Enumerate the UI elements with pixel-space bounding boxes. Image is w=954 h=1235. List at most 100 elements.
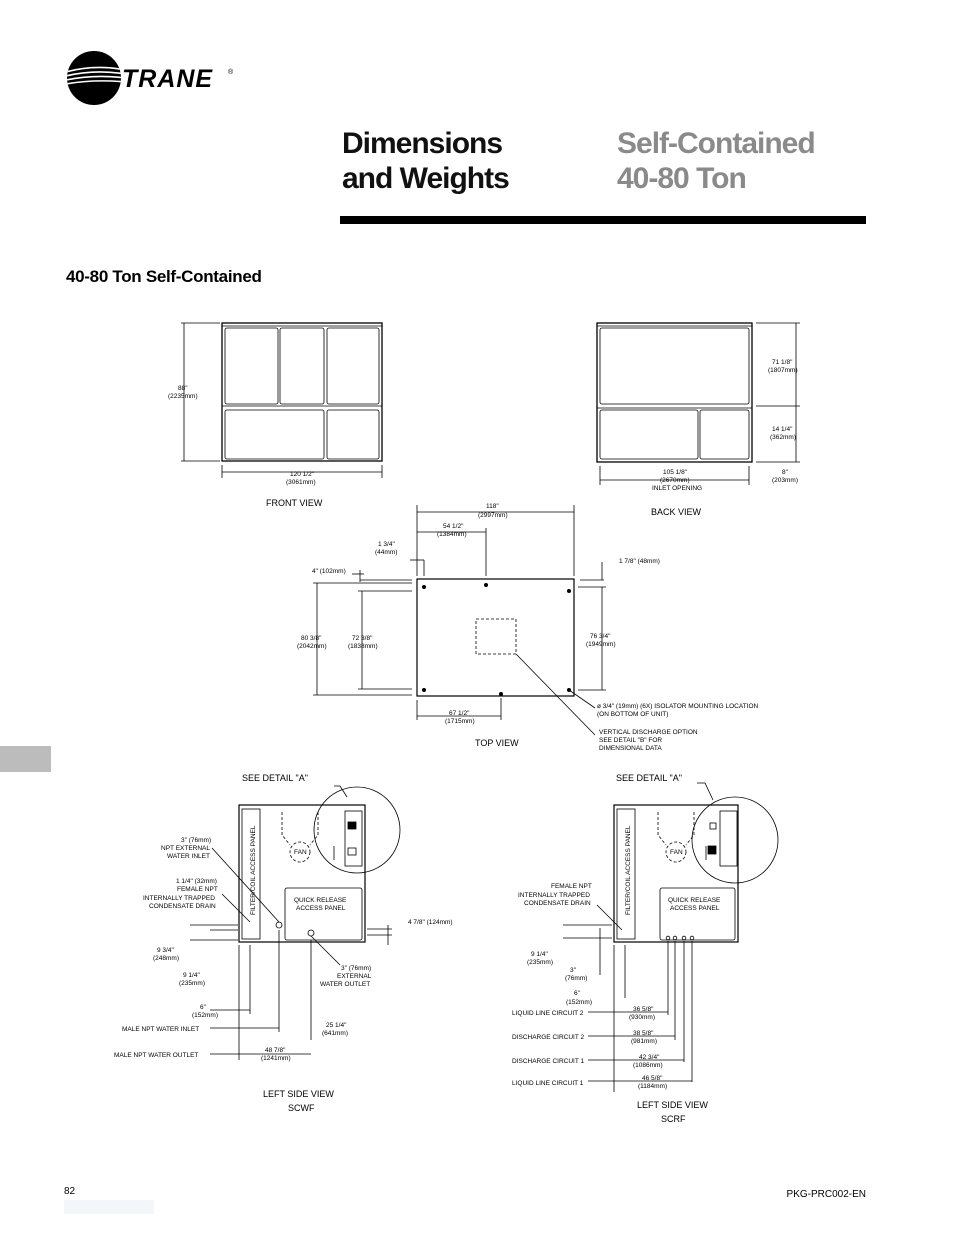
scwf-4878-mm: (1241mm) xyxy=(261,1055,291,1062)
top-80-in: 80 3/8" xyxy=(301,635,322,642)
scwf-water-outlet: MALE NPT WATER OUTLET xyxy=(114,1052,198,1059)
back-mid-in: 14 1/4" xyxy=(772,426,793,433)
top-118-mm: (2997mm) xyxy=(478,512,508,519)
scrf-ll2-in: 36 5/8" xyxy=(633,1006,654,1013)
top-1-7-8: 1 7/8" (48mm) xyxy=(619,558,660,565)
scrf-panel-label: FILTER/COIL ACCESS PANEL xyxy=(625,825,632,915)
back-low-in: 8" xyxy=(782,469,789,476)
section-heading: 40-80 Ton Self-Contained xyxy=(66,267,262,286)
top-54-in: 54 1/2" xyxy=(443,523,464,530)
footer-ghost xyxy=(64,1200,154,1214)
scwf-934-in: 9 3/4" xyxy=(157,947,174,954)
scwf-2514-in: 25 1/4" xyxy=(326,1022,347,1029)
scrf-caption-1: LEFT SIDE VIEW xyxy=(637,1100,708,1110)
scwf-914-in: 9 1/4" xyxy=(183,972,200,979)
scrf-fan: FAN xyxy=(670,849,683,856)
scrf-914-in: 9 1/4" xyxy=(531,951,548,958)
scwf-inlet-2: NPT EXTERNAL xyxy=(161,845,210,852)
scrf-3-in: 3" xyxy=(570,967,577,974)
scwf-6-mm: (152mm) xyxy=(192,1012,218,1019)
scwf-934-mm: (248mm) xyxy=(153,955,179,962)
back-view xyxy=(596,322,800,485)
top-view-caption: TOP VIEW xyxy=(475,738,519,748)
back-inlet-mm: (2670mm) xyxy=(660,477,690,484)
scwf-drain-3: INTERNALLY TRAPPED xyxy=(143,895,215,902)
scrf-qr-2: ACCESS PANEL xyxy=(670,905,720,912)
scwf-drain-2: FEMALE NPT xyxy=(177,886,218,893)
scrf-view xyxy=(563,782,779,1092)
top-67-in: 67 1/2" xyxy=(449,710,470,717)
isolator-note-1: ø 3/4" (19mm) (6X) ISOLATOR MOUNTING LOC… xyxy=(597,703,759,710)
scrf-drain-1: FEMALE NPT xyxy=(551,883,592,890)
scrf-6-in: 6" xyxy=(574,990,581,997)
vdo-note-2: SEE DETAIL "B" FOR xyxy=(599,737,662,744)
scwf-qr-1: QUICK RELEASE xyxy=(294,897,347,904)
document-code: PKG-PRC002-EN xyxy=(786,1189,866,1200)
isolator-holes xyxy=(422,583,571,696)
scwf-water-inlet: MALE NPT WATER INLET xyxy=(122,1026,199,1033)
scwf-2514-mm: (641mm) xyxy=(322,1030,348,1037)
scrf-ll2: LIQUID LINE CIRCUIT 2 xyxy=(512,1010,584,1017)
scrf-qr-1: QUICK RELEASE xyxy=(668,897,721,904)
back-upper-mm: (1807mm) xyxy=(768,367,798,374)
scrf-6-mm: (152mm) xyxy=(566,999,592,1006)
scrf-3-mm: (76mm) xyxy=(565,975,587,982)
top-4: 4" (102mm) xyxy=(312,568,346,575)
back-view-caption: BACK VIEW xyxy=(651,507,702,517)
front-view xyxy=(181,322,383,478)
title-self-contained: Self-Contained 40-80 Ton xyxy=(617,127,816,195)
scrf-ll2-mm: (930mm) xyxy=(629,1014,655,1021)
scrf-dc2-in: 38 5/8" xyxy=(633,1030,654,1037)
scrf-914-mm: (235mm) xyxy=(527,959,553,966)
front-view-caption: FRONT VIEW xyxy=(266,498,323,508)
scwf-914-mm: (235mm) xyxy=(179,980,205,987)
back-upper-in: 71 1/8" xyxy=(772,359,793,366)
scwf-drain-1: 1 1/4" (32mm) xyxy=(176,878,217,885)
scrf-ll1: LIQUID LINE CIRCUIT 1 xyxy=(512,1080,584,1087)
top-view xyxy=(313,505,606,736)
scrf-drain-2: INTERNALLY TRAPPED xyxy=(518,892,590,899)
top-76-in: 76 3/4" xyxy=(590,633,611,640)
vdo-note-1: VERTICAL DISCHARGE OPTION xyxy=(599,729,698,736)
scwf-inlet-3: WATER INLET xyxy=(167,853,210,860)
front-height-mm: (2235mm) xyxy=(168,393,198,400)
page-number: 82 xyxy=(64,1186,76,1197)
title-rule xyxy=(340,216,866,224)
trane-logo: TRANE ® xyxy=(66,50,246,106)
scwf-outlet-3: WATER OUTLET xyxy=(320,981,370,988)
scwf-outlet-1: 3" (76mm) xyxy=(341,965,371,972)
scrf-drain-3: CONDENSATE DRAIN xyxy=(524,900,591,907)
scrf-ll1-mm: (1184mm) xyxy=(638,1083,667,1090)
scwf-qr-2: ACCESS PANEL xyxy=(296,905,346,912)
scrf-see-detail: SEE DETAIL "A" xyxy=(616,773,682,783)
scwf-4878-in: 48 7/8" xyxy=(265,1047,286,1054)
isolator-note-2: (ON BOTTOM OF UNIT) xyxy=(597,711,668,718)
scrf-dc1-mm: (1086mm) xyxy=(633,1062,663,1069)
scwf-caption-2: SCWF xyxy=(288,1103,315,1113)
front-width-in: 120 1/2" xyxy=(290,471,315,478)
back-low-mm: (203mm) xyxy=(772,477,798,484)
top-54-mm: (1384mm) xyxy=(437,531,467,538)
scwf-6-in: 6" xyxy=(200,1004,207,1011)
scrf-dc2: DISCHARGE CIRCUIT 2 xyxy=(512,1034,584,1041)
scwf-see-detail: SEE DETAIL "A" xyxy=(242,773,308,783)
top-72-mm: (1838mm) xyxy=(348,643,378,650)
scwf-478: 4 7/8" (124mm) xyxy=(408,919,453,926)
top-80-mm: (2042mm) xyxy=(297,643,327,650)
top-1-3-4-in: 1 3/4" xyxy=(378,541,395,548)
back-mid-mm: (362mm) xyxy=(770,434,796,441)
scrf-dc2-mm: (981mm) xyxy=(631,1038,657,1045)
top-76-mm: (1949mm) xyxy=(586,641,616,648)
scrf-caption-2: SCRF xyxy=(661,1114,686,1124)
vdo-note-3: DIMENSIONAL DATA xyxy=(599,745,662,752)
scwf-view xyxy=(190,785,401,1060)
front-width-mm: (3061mm) xyxy=(286,479,316,486)
scwf-caption-1: LEFT SIDE VIEW xyxy=(263,1089,334,1099)
front-height-in: 88" xyxy=(178,385,188,392)
registered-mark: ® xyxy=(228,68,234,76)
scwf-outlet-2: EXTERNAL xyxy=(337,973,372,980)
scrf-dc1-in: 42 3/4" xyxy=(639,1054,660,1061)
scwf-fan: FAN xyxy=(294,849,307,856)
scwf-drain-4: CONDENSATE DRAIN xyxy=(149,903,216,910)
